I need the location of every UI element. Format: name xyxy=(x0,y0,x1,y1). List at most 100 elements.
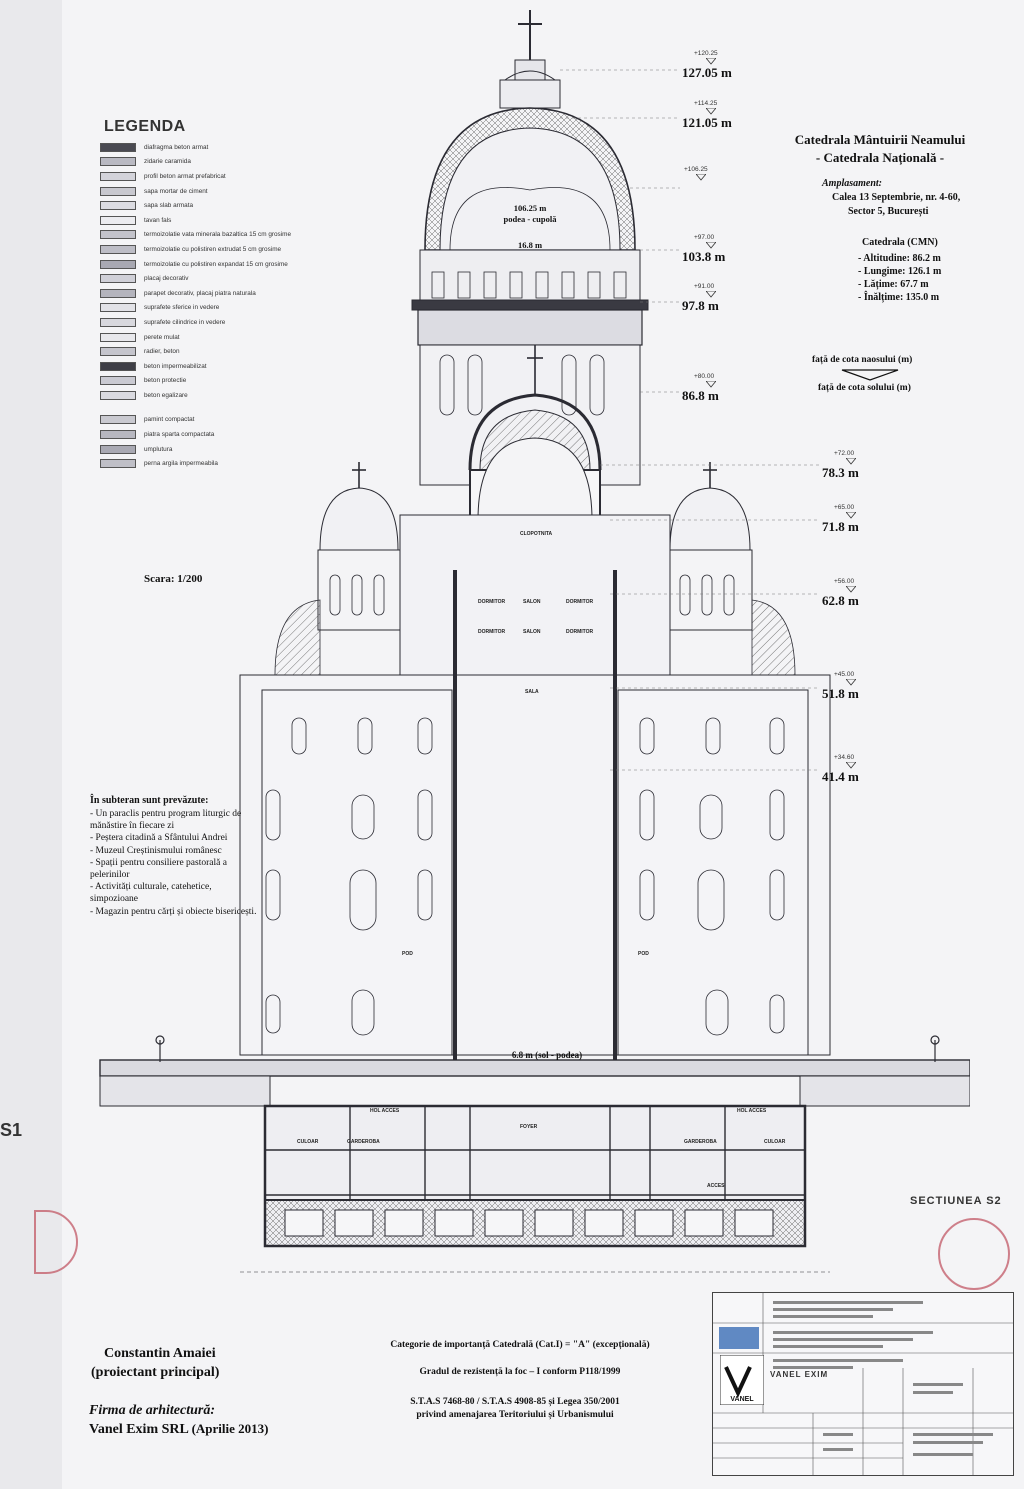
legend-label: zidarie caramida xyxy=(144,158,191,166)
spec-line: - Înălțime: 135.0 m xyxy=(858,292,940,303)
cathedral-subtitle: - Catedrala Națională - xyxy=(815,150,945,165)
legend-label: tavan fals xyxy=(144,216,172,224)
list-item: - Un paraclis pentru program liturgic de… xyxy=(90,809,242,832)
legend-label: beton impermeabilizat xyxy=(144,362,207,370)
legend-swatch xyxy=(100,274,136,284)
room-label: FOYER xyxy=(520,1124,538,1130)
room-label: POD xyxy=(402,951,413,957)
legend-swatch xyxy=(100,171,136,181)
level-triangle-icon xyxy=(846,458,856,465)
level-mark-small: +56.00 xyxy=(834,578,855,585)
spec-line: - Lungime: 126.1 m xyxy=(858,266,942,277)
level-mark-small: +91.00 xyxy=(694,283,715,290)
importance-category: Categorie de importanță Catedrală (Cat.I… xyxy=(390,1340,650,1350)
legend-item: suprafete sferice in vedere xyxy=(100,301,330,316)
cathedral-title: Catedrala Mântuirii Neamului xyxy=(794,132,966,147)
legend-title: LEGENDA xyxy=(104,118,186,135)
level-triangle-icon xyxy=(706,242,716,249)
list-item: - Magazin pentru cărți și obiecte biseri… xyxy=(90,906,257,917)
title-block-company: VANEL EXIM xyxy=(770,1370,829,1379)
address-line: Calea 13 Septembrie, nr. 4-60, xyxy=(832,192,961,203)
level-mark: 78.3 m xyxy=(822,465,859,480)
section-label: SECTIUNEA S2 xyxy=(910,1195,1002,1207)
legend-swatch xyxy=(100,361,136,371)
legend-swatch xyxy=(100,259,136,269)
location-address: Calea 13 Septembrie, nr. 4-60, Sector 5,… xyxy=(832,191,992,219)
standards-note: S.T.A.S 7468-80 / S.T.A.S 4908-85 și Leg… xyxy=(350,1396,680,1422)
level-triangle-icon xyxy=(706,108,716,115)
level-triangle-icon xyxy=(706,291,716,298)
list-item: - Activități culturale, catehetice, simp… xyxy=(90,882,212,905)
legend-label: radier, beton xyxy=(144,348,180,356)
level-mark-small: +80.00 xyxy=(694,373,715,380)
address-line: Sector 5, București xyxy=(848,206,929,217)
level-triangle-icon xyxy=(706,381,716,388)
level-triangle-icon xyxy=(846,586,856,593)
level-mark-small: +34.60 xyxy=(834,754,855,761)
room-label: SALA xyxy=(525,689,539,695)
room-label: SALON xyxy=(523,629,541,635)
legend-swatch xyxy=(100,186,136,196)
legend-swatch xyxy=(100,157,136,167)
reference-arrow-icon xyxy=(841,369,899,381)
room-label: CLOPOTNITA xyxy=(520,531,553,537)
legend-label: termoizolatie vata minerala bazaltica 15… xyxy=(144,231,292,239)
architect-name: Constantin Amaiei xyxy=(104,1346,216,1361)
legend-label: sapa slab armata xyxy=(144,202,194,210)
legend-label: perete mulat xyxy=(144,333,180,341)
legend-item: piatra sparta compactata xyxy=(100,427,330,442)
legend-item: radier, beton xyxy=(100,344,330,359)
legend-item: diafragma beton armat xyxy=(100,140,330,155)
legend-label: beton protectie xyxy=(144,377,187,385)
legend-label: profil beton armat prefabricat xyxy=(144,172,226,180)
legend-item: placaj decorativ xyxy=(100,271,330,286)
room-label: CULOAR xyxy=(764,1139,786,1145)
level-mark: 103.8 m xyxy=(682,249,726,264)
cmn-specs: - Altitudine: 86.2 m - Lungime: 126.1 m … xyxy=(858,252,941,304)
level-triangle-icon xyxy=(696,174,706,181)
room-label: ACCES xyxy=(707,1183,725,1189)
legend-swatch xyxy=(100,430,136,440)
legend-swatch xyxy=(100,201,136,211)
level-mark-small: +45.00 xyxy=(834,671,855,678)
legend-label: suprafete cilindrice in vedere xyxy=(144,318,226,326)
legend-label: perna argila impermeabila xyxy=(144,460,218,468)
legend-label: piatra sparta compactata xyxy=(144,431,215,439)
list-item: - Spații pentru consiliere pastorală a p… xyxy=(90,857,227,881)
legend-item: pamint compactat xyxy=(100,413,330,428)
vanel-logo-icon: VANEL xyxy=(720,1355,764,1405)
ground-floor-label: 6.8 m (sol - podea) xyxy=(512,1050,582,1060)
level-mark: 97.8 m xyxy=(682,298,719,313)
firm-name: Vanel Exim SRL (Aprilie 2013) xyxy=(89,1421,268,1438)
room-label: DORMITOR xyxy=(566,629,594,635)
level-mark-small: +106.25 xyxy=(684,166,708,173)
fire-resistance: Gradul de rezistență la foc – I conform … xyxy=(419,1367,621,1377)
legend-item: termoizolatie cu polistiren expandat 15 … xyxy=(100,257,330,272)
legend-label: suprafete sferice in vedere xyxy=(144,304,220,312)
legend: diafragma beton armat zidarie caramida pro… xyxy=(100,140,330,471)
level-triangle-icon xyxy=(846,762,856,769)
legend-item: termoizolatie vata minerala bazaltica 15… xyxy=(100,228,330,243)
level-mark-small: +97.00 xyxy=(694,234,715,241)
legend-item: sapa slab armata xyxy=(100,198,330,213)
level-triangle-icon xyxy=(846,512,856,519)
legend-label: parapet decorativ, placaj piatra natural… xyxy=(144,289,256,297)
legend-item: tavan fals xyxy=(100,213,330,228)
level-mark: 62.8 m xyxy=(822,593,859,608)
level-mark: 86.8 m xyxy=(682,388,719,403)
legend-swatch xyxy=(100,332,136,342)
level-mark-small: +72.00 xyxy=(834,450,855,457)
cmn-heading: Catedrala (CMN) xyxy=(862,237,938,248)
room-label: DORMITOR xyxy=(566,599,594,605)
legend-label: sapa mortar de ciment xyxy=(144,187,208,195)
dome-height-label: 106.25 m xyxy=(514,203,547,213)
title-block-grid xyxy=(713,1293,1013,1475)
level-triangle-icon xyxy=(706,58,716,65)
underground-heading: În subteran sunt prevăzute: xyxy=(90,795,209,806)
level-mark-small: +120.25 xyxy=(694,50,718,57)
room-label: SALON xyxy=(523,599,541,605)
room-label: GARDEROBA xyxy=(684,1139,717,1145)
legend-item: beton egalizare xyxy=(100,388,330,403)
left-section-label: S1 xyxy=(0,1120,23,1140)
level-mark: 127.05 m xyxy=(682,65,732,80)
